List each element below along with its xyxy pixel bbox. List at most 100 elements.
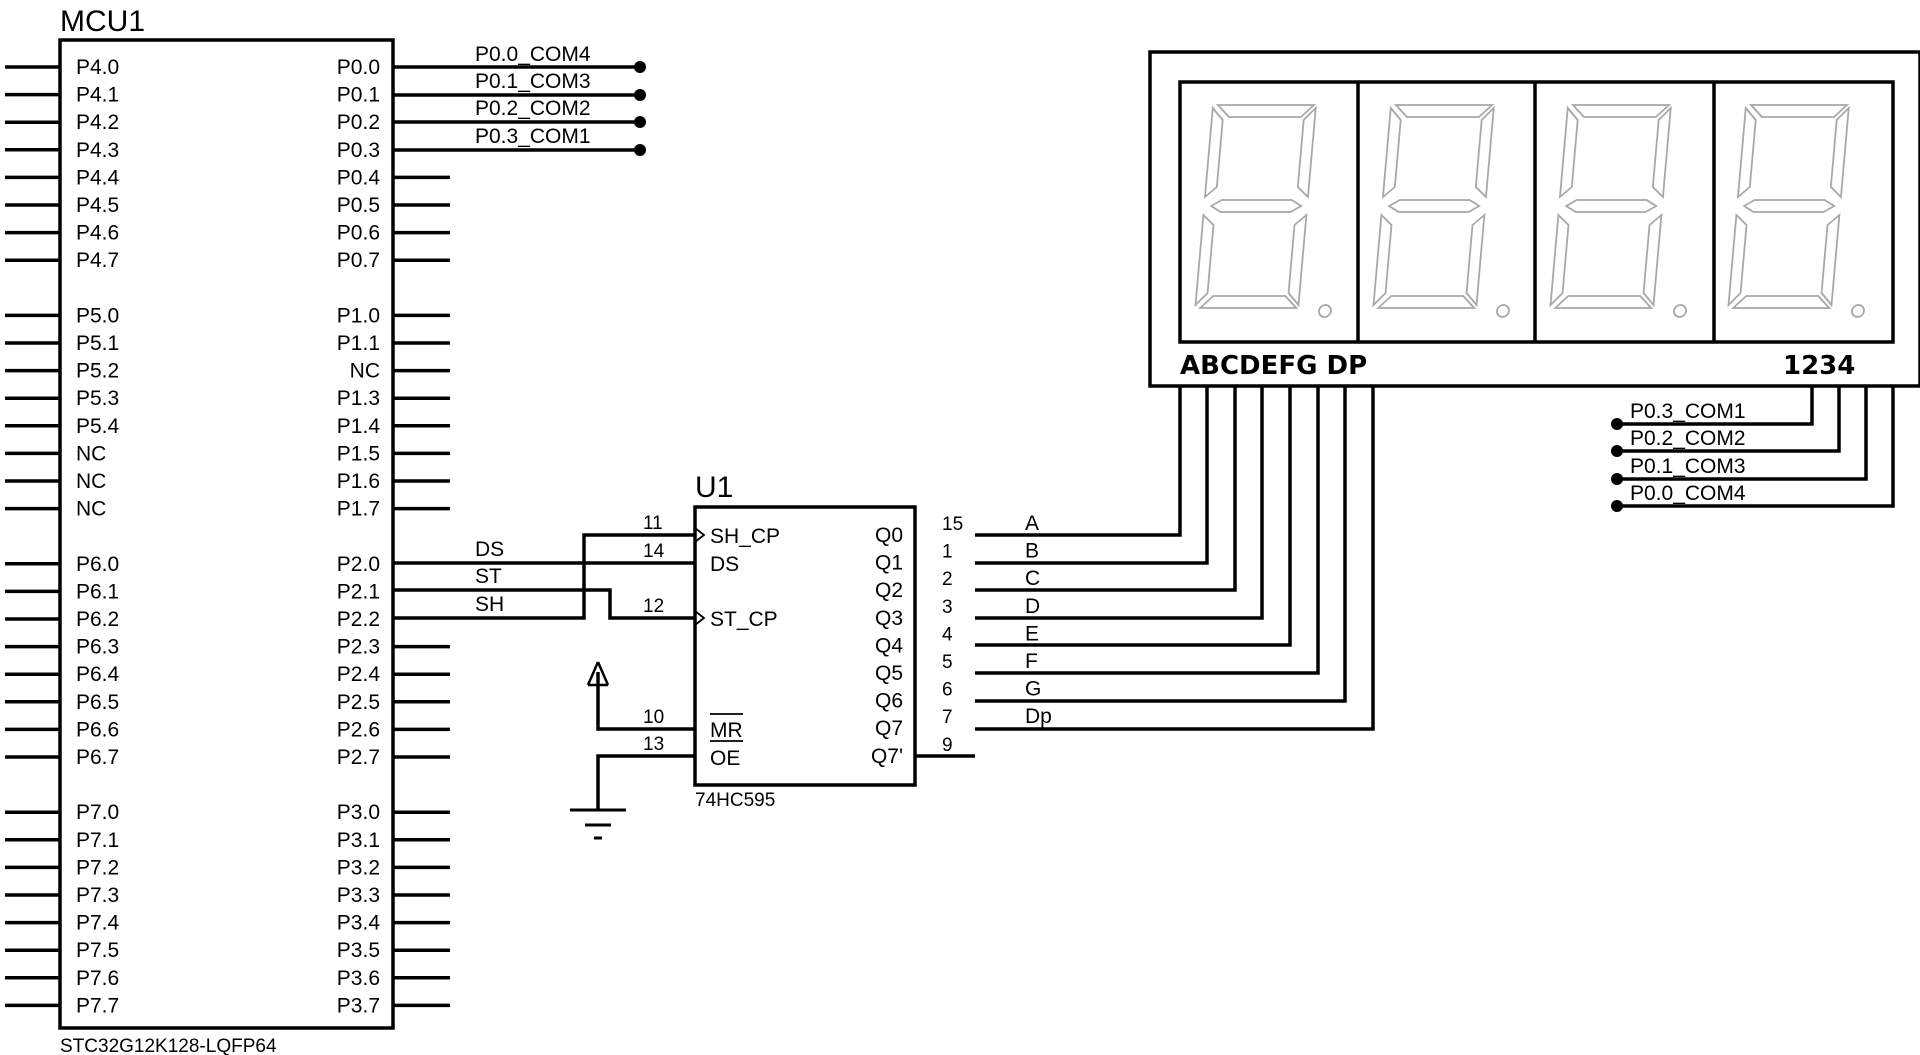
mcu-pin-label: P1.6 — [337, 470, 380, 493]
segment-outline — [1474, 105, 1495, 200]
segment-outline — [1194, 212, 1215, 308]
segment-outline — [1549, 212, 1570, 308]
mcu-pin-label: NC — [76, 442, 106, 465]
mcu-pin-label: P6.7 — [76, 746, 119, 769]
mcu-pin-label: P4.1 — [76, 84, 119, 107]
oe-wire — [596, 754, 695, 810]
st-wire — [393, 588, 695, 620]
net-label: P0.0_COM4 — [1630, 482, 1746, 505]
mcu-pin-label: NC — [76, 470, 106, 493]
mcu-pin-label: P3.5 — [337, 939, 380, 962]
mcu-pin-label: P6.6 — [76, 718, 119, 741]
mcu-pin-label: P0.6 — [337, 222, 380, 245]
pin-number: 13 — [643, 734, 664, 755]
com-wires — [393, 65, 640, 152]
segment-outline — [1651, 105, 1672, 200]
segment-pin-label: ABCDEFG DP — [1180, 351, 1367, 381]
segment-outline — [1465, 212, 1486, 308]
net-label: P0.2_COM2 — [475, 97, 591, 120]
mcu-pin-label: P2.4 — [337, 663, 381, 686]
display-com-wires — [1617, 387, 1895, 508]
power-arrow-icon — [586, 661, 610, 686]
segment-outline — [1552, 295, 1654, 309]
pin-name-oe: OE — [710, 747, 740, 770]
segment-outline — [1564, 199, 1658, 213]
mcu-pin-label: P1.0 — [337, 304, 380, 327]
decimal-point — [1851, 304, 1865, 318]
net-label-sh: SH — [475, 593, 504, 616]
mcu-pin-label: P6.3 — [76, 636, 119, 659]
shift-register-component: U1 74HC595 11 14 12 10 13 SH_CP DS ST_CP… — [570, 471, 1052, 840]
segment-outline — [1829, 105, 1850, 200]
mcu-body — [58, 38, 395, 1030]
digit-dividers — [1356, 82, 1716, 342]
mcu-pin-label: P0.7 — [337, 249, 380, 272]
segment-outline — [1393, 104, 1495, 118]
pin-number: 11 — [643, 513, 663, 534]
segment-net-label: F — [1025, 650, 1038, 673]
segment-bus-wires — [975, 387, 1375, 731]
mcu-pin-label: P6.4 — [76, 663, 120, 686]
segment-outline — [1820, 212, 1841, 308]
overbar-marks — [710, 713, 743, 742]
mcu-pin-label: P0.4 — [337, 166, 381, 189]
u1-pin-name: Q0 — [875, 524, 903, 547]
digit-4 — [1727, 104, 1865, 318]
segment-outline — [1372, 212, 1393, 308]
mcu-pin-label: P2.1 — [337, 580, 380, 603]
mcu-pin-label: P5.0 — [76, 304, 119, 327]
mcu-pin-label: P4.3 — [76, 139, 119, 162]
decimal-point — [1673, 304, 1687, 318]
mcu-pin-label: P1.4 — [337, 415, 381, 438]
net-label: P0.2_COM2 — [1630, 427, 1746, 450]
junction-dot — [634, 61, 646, 73]
mcu-pin-label: P7.7 — [76, 994, 119, 1017]
mcu-pin-label: P3.1 — [337, 829, 380, 852]
mcu-pin-label: P4.2 — [76, 111, 119, 134]
mcu-pin-label: P1.3 — [337, 387, 380, 410]
segment-net-label: D — [1025, 595, 1040, 618]
u1-pin-number: 4 — [942, 624, 953, 645]
u1-pin-number: 1 — [942, 542, 953, 563]
mcu-pin-label: P1.5 — [337, 442, 380, 465]
u1-ref: U1 — [695, 471, 733, 504]
mcu-pin-label: P3.6 — [337, 967, 380, 990]
seven-segment-display: ABCDEFG DP 1234 P0.3_COM1 P0.2_COM2 P0.1… — [1148, 50, 1920, 512]
mcu-pin-label: P7.2 — [76, 856, 119, 879]
mcu-pin-label: NC — [76, 498, 106, 521]
ground-icon — [570, 808, 626, 840]
u1-pin-number: 7 — [942, 707, 953, 728]
mcu-pin-label: P2.7 — [337, 746, 380, 769]
mcu-pin-label: P3.4 — [337, 912, 381, 935]
pin-number: 10 — [643, 707, 664, 728]
mcu-pin-label: P1.1 — [337, 332, 380, 355]
segment-net-label: Dp — [1025, 705, 1052, 728]
segment-outline — [1742, 199, 1836, 213]
segment-outline — [1197, 295, 1299, 309]
net-label-ds: DS — [475, 538, 504, 561]
segment-outline — [1748, 104, 1850, 118]
u1-pin-number: 3 — [942, 597, 953, 618]
mcu-pin-label: P5.3 — [76, 387, 119, 410]
pin-name-ds: DS — [710, 553, 739, 576]
segment-outline — [1375, 295, 1477, 309]
mcu-pin-label: P4.7 — [76, 249, 119, 272]
mcu-pin-label: P6.0 — [76, 553, 119, 576]
mcu-com-nets: P0.0_COM4 P0.1_COM3 P0.2_COM2 P0.3_COM1 — [393, 43, 646, 156]
segment-net-label: E — [1025, 622, 1039, 645]
junction-dot — [1611, 445, 1623, 457]
u1-pin-name: Q3 — [875, 607, 903, 630]
mcu-pin-label: P7.3 — [76, 884, 119, 907]
mcu-pin-label: P6.5 — [76, 691, 119, 714]
mcu-pin-label: P5.1 — [76, 332, 119, 355]
mcu-ref: MCU1 — [60, 5, 145, 38]
sh-wire — [393, 533, 695, 620]
mcu-pin-label: P0.3 — [337, 139, 380, 162]
mcu-pin-label: NC — [350, 360, 380, 383]
mcu-pin-label: P6.2 — [76, 608, 119, 631]
clock-triangle-icon — [694, 527, 706, 626]
net-label: P0.1_COM3 — [475, 70, 591, 93]
mcu-pin-label: P4.4 — [76, 166, 120, 189]
